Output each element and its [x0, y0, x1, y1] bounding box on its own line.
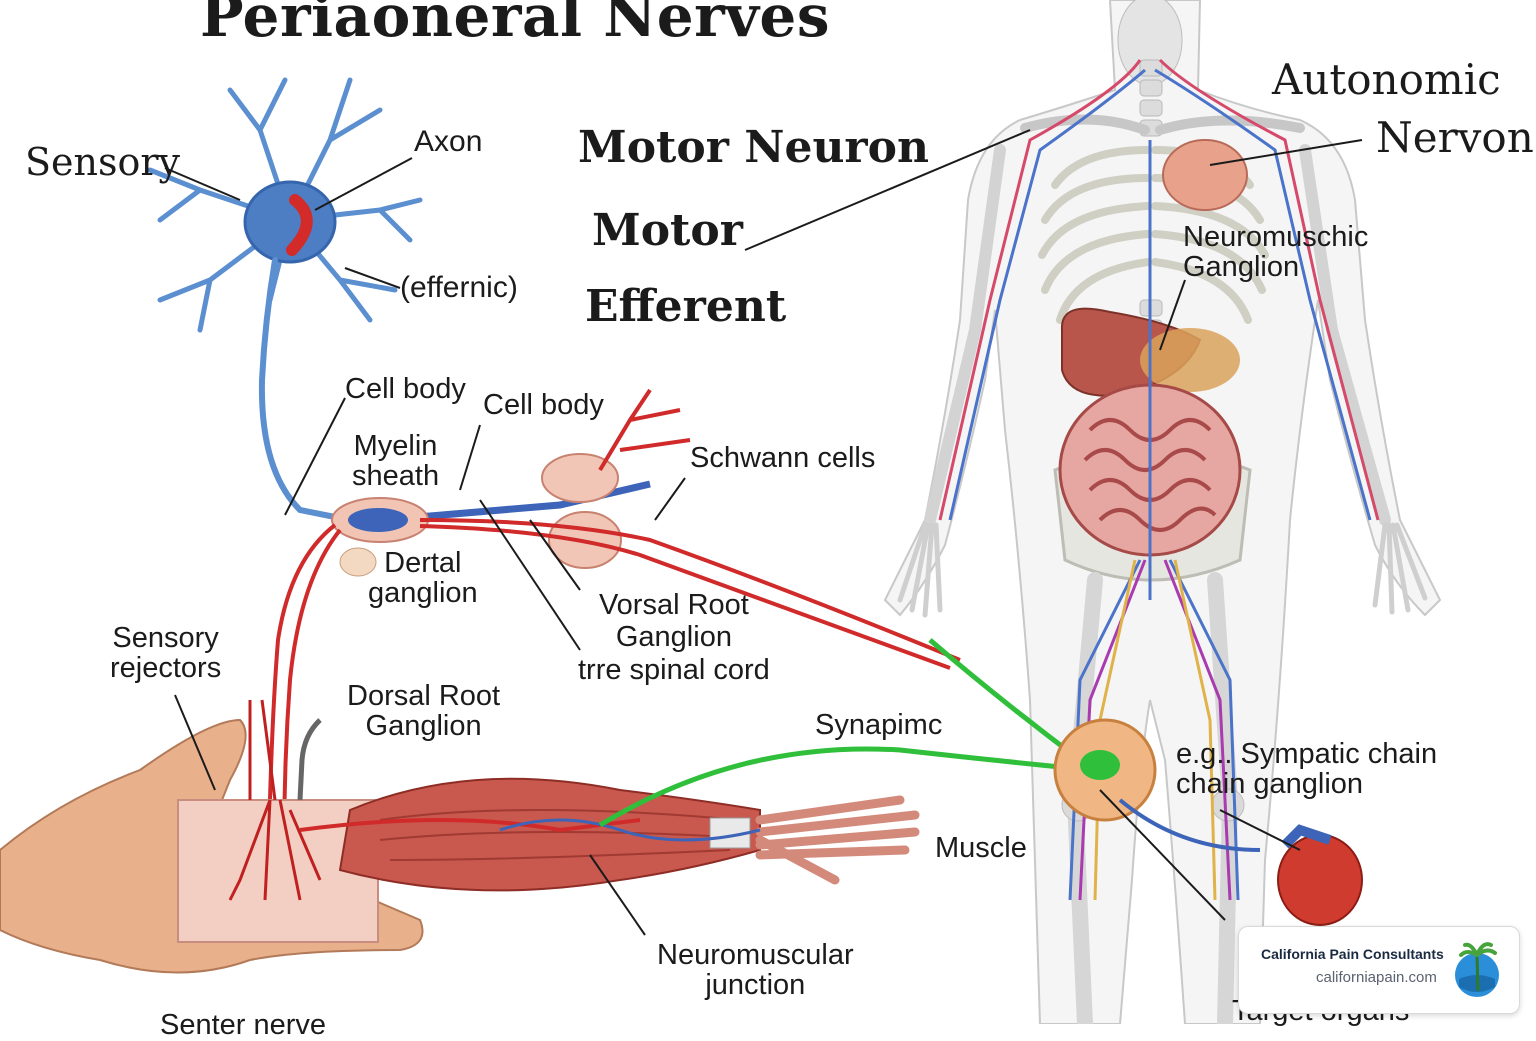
post-ganglionic-fiber	[1118, 798, 1261, 852]
label-sensory: Sensory	[25, 140, 181, 184]
skin-nerve-endings	[228, 699, 322, 901]
leader-lines	[164, 129, 1363, 936]
fingers	[755, 795, 920, 885]
label-dorsal-root-ganglion: Dorsal Root Ganglion	[347, 680, 501, 743]
label-cell-body-2: Cell body	[483, 389, 604, 421]
label-muscle: Muscle	[935, 832, 1027, 864]
label-senter-nerve: Senter nerve	[160, 1009, 327, 1041]
sensory-axon-fiber	[258, 257, 343, 521]
label-sensory-rejectors: Sensory rejectors	[110, 622, 222, 685]
heart-lungs	[1162, 139, 1248, 211]
dertal-ganglion-blob	[339, 547, 377, 577]
ganglion-core	[1080, 750, 1120, 780]
forearm-muscle	[299, 777, 920, 892]
label-dertal-ganglion: Dertal ganglion	[368, 547, 478, 610]
peripheral-nerve	[266, 388, 961, 901]
motor-fiber-arm	[299, 818, 641, 833]
label-motor: Motor	[592, 205, 743, 256]
clavicles	[1020, 114, 1305, 135]
sensory-neuron	[147, 77, 423, 521]
label-synapimc: Synapimc	[815, 709, 943, 741]
label-myelin-sheath: Myelin sheath	[352, 430, 440, 493]
palm-globe-logo-icon	[1455, 942, 1499, 997]
human-body-figure	[883, 0, 1442, 1024]
wrist-tendon	[709, 817, 751, 849]
green-fiber-lower	[598, 746, 1091, 828]
brand-card[interactable]: California Pain Consultants californiapa…	[1238, 926, 1520, 1014]
dorsal-root-probe	[297, 718, 322, 801]
diagram-title: Periaoneral Nerves	[200, 0, 830, 50]
stomach	[1140, 328, 1240, 392]
label-neuromuscular-junction: Neuromuscular junction	[657, 939, 854, 1002]
skeletal-hands	[897, 522, 1428, 618]
arm-bones	[924, 144, 1391, 526]
label-vorsal-root: Vorsal Root Ganglion trre spinal cord	[578, 589, 770, 686]
label-autonomic: Autonomic	[1272, 55, 1501, 104]
schwann-ganglion	[541, 453, 622, 569]
label-axon: Axon	[414, 125, 483, 158]
label-neuromuschic-ganglion: Neuromuschic Ganglion	[1183, 221, 1369, 284]
autonomic-pathway	[598, 638, 1363, 926]
label-nervon: Nervon	[1376, 113, 1534, 162]
label-schwann-cells: Schwann cells	[690, 442, 876, 474]
muscle-belly	[338, 777, 761, 892]
myelin-core	[348, 508, 408, 532]
label-effernic: (effernic)	[400, 271, 518, 304]
neuron-cell-body	[243, 180, 337, 264]
blue-fiber-arm	[499, 818, 761, 842]
label-efferent: Efferent	[585, 281, 787, 332]
brand-url[interactable]: californiapain.com	[1316, 969, 1437, 986]
label-sympatic-chain: e.g.. Sympatic chain chain ganglion	[1176, 738, 1438, 801]
label-cell-body-1: Cell body	[345, 373, 466, 405]
brand-name: California Pain Consultants	[1261, 946, 1444, 962]
muscle-striations	[379, 809, 746, 861]
nucleus	[286, 194, 313, 256]
heart	[1277, 824, 1363, 926]
label-motor-neuron: Motor Neuron	[578, 122, 929, 173]
hand-and-skin	[0, 699, 424, 974]
